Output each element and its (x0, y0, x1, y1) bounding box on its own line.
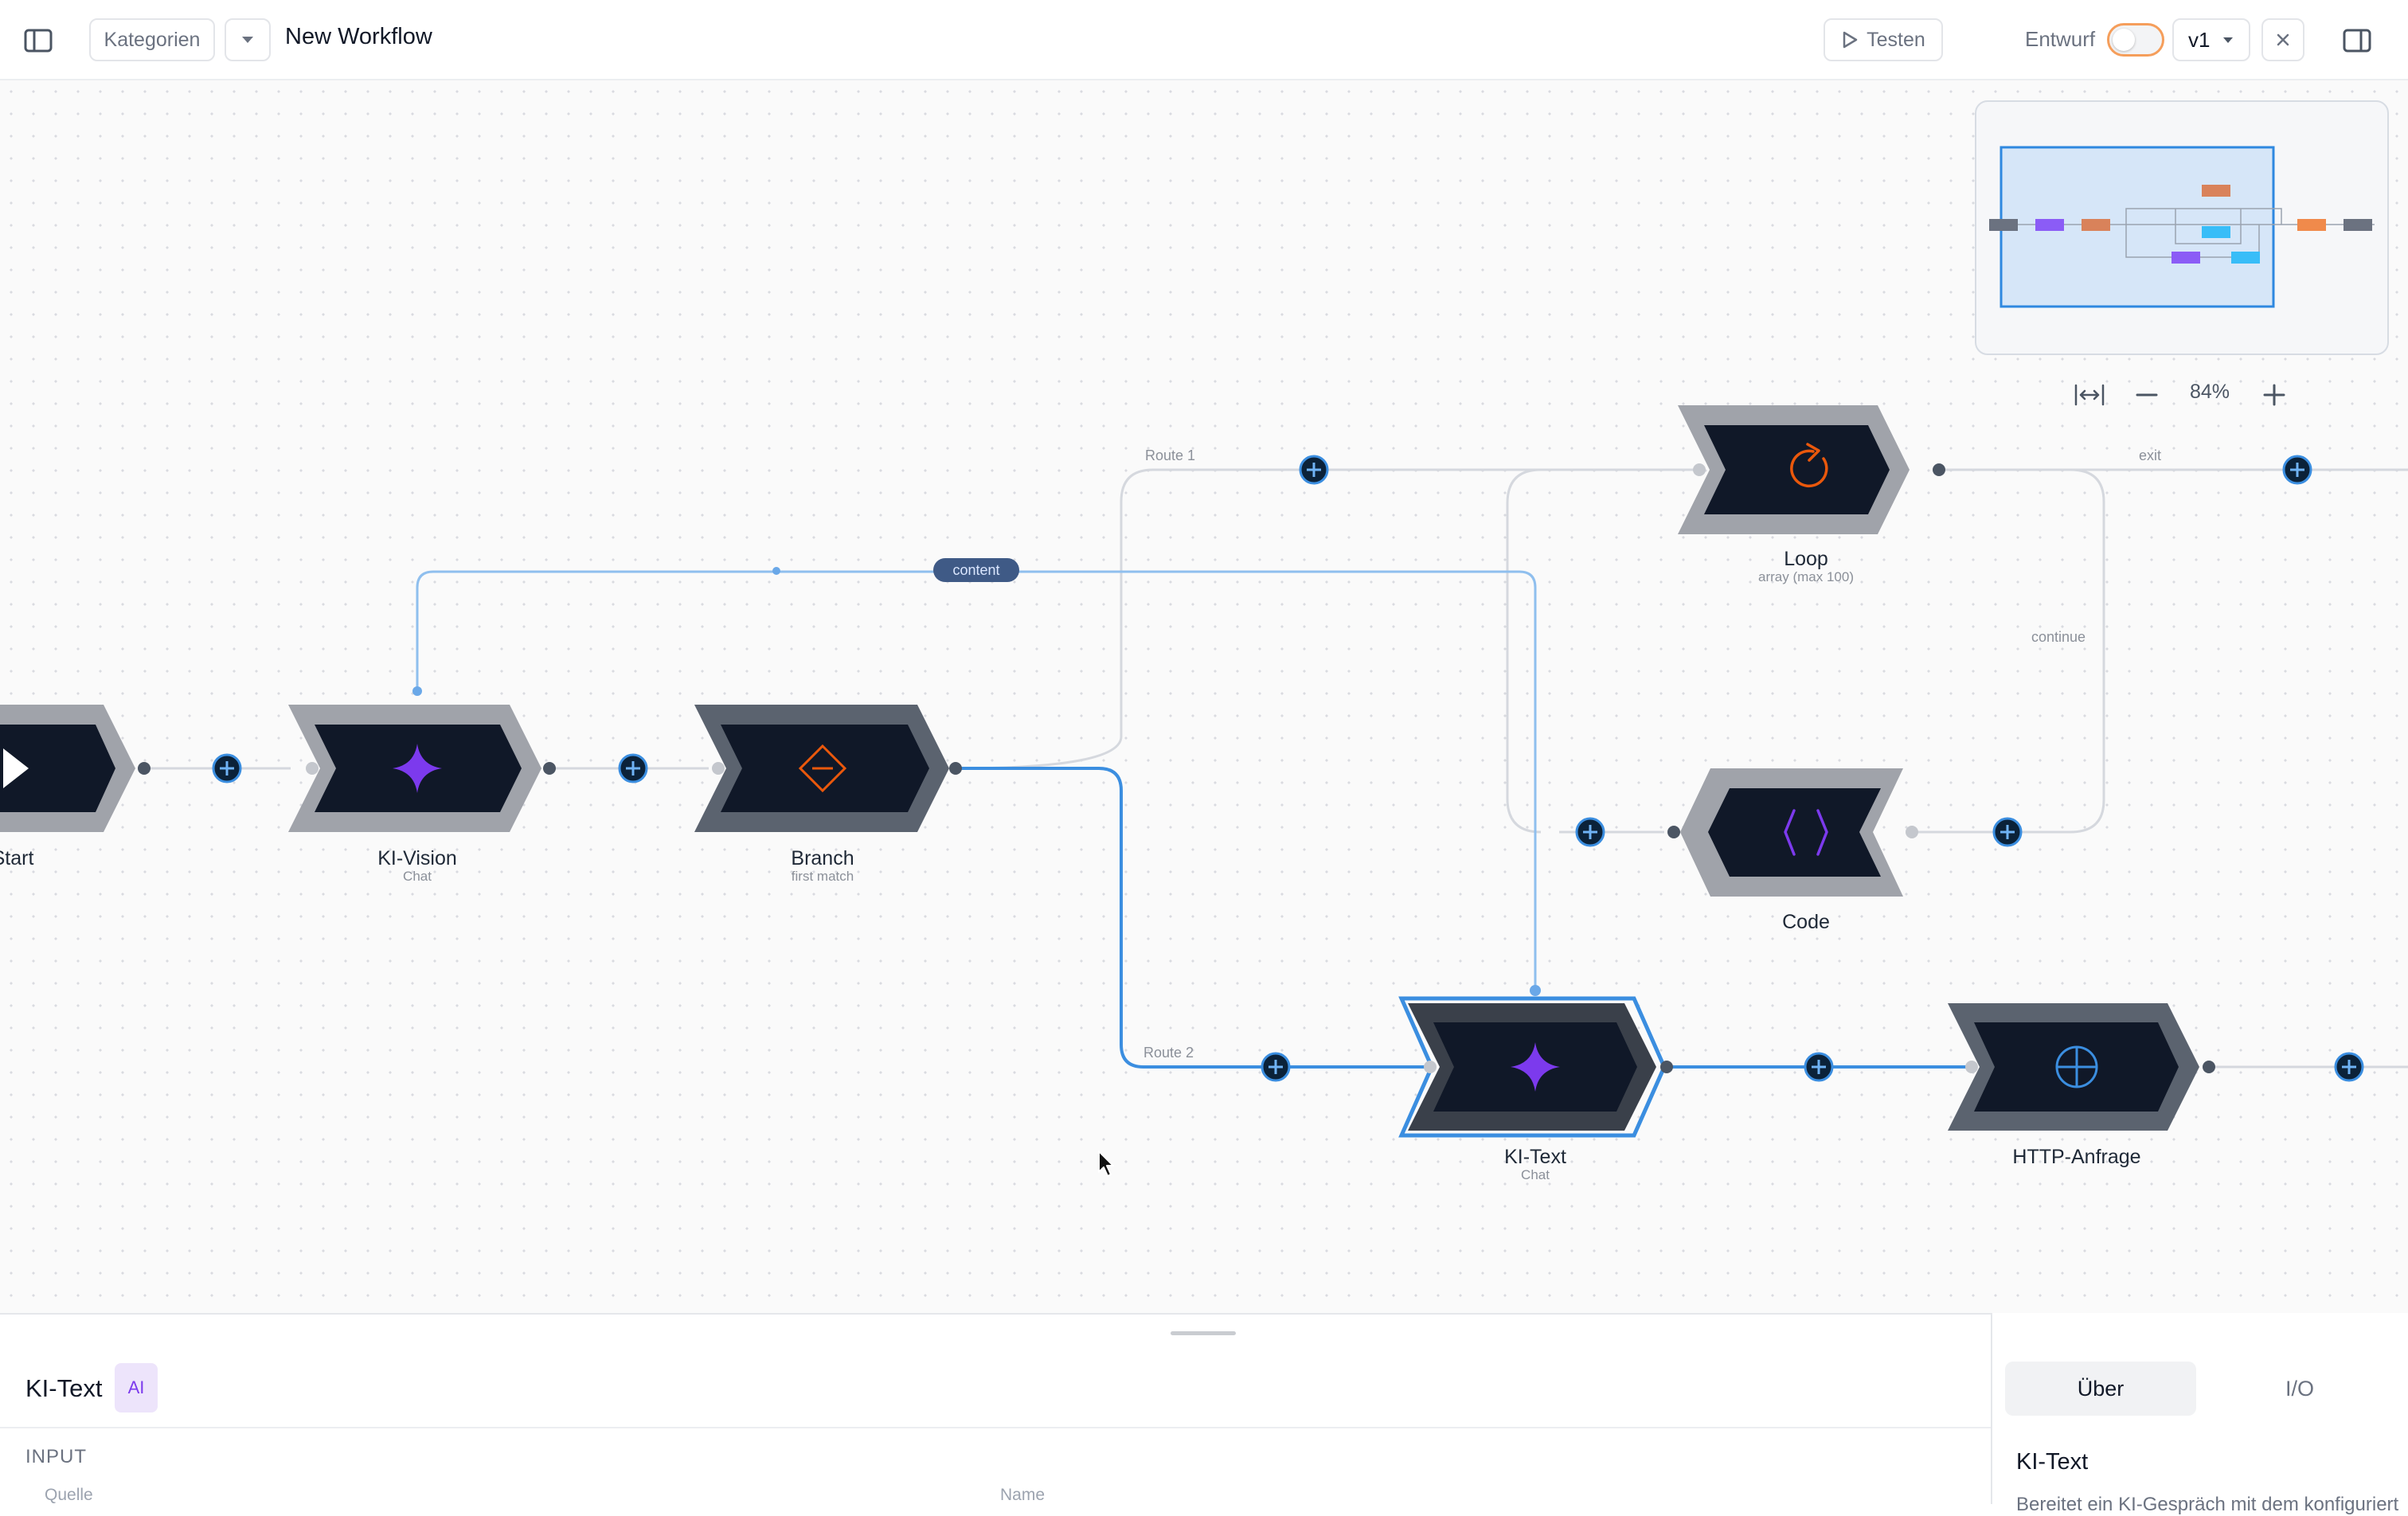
globe-icon (2055, 1045, 2098, 1088)
node-ki-text[interactable] (1398, 996, 1673, 1138)
minimap-graph (1989, 146, 2375, 308)
panel-node-title: KI-Text (25, 1374, 103, 1402)
close-icon (2277, 33, 2289, 46)
version-select[interactable]: v1 (2172, 18, 2250, 61)
draft-toggle[interactable] (2107, 23, 2164, 57)
source-column-label: Quelle (45, 1486, 93, 1504)
toggle-right-panel-icon[interactable] (2341, 27, 2373, 54)
edge-label-exit: exit (2139, 447, 2162, 463)
sparkle-icon (393, 744, 442, 793)
draft-label: Entwurf (2025, 27, 2096, 51)
node-sub-loop: array (max 100) (1758, 569, 1854, 584)
input-port[interactable] (306, 762, 319, 775)
toggle-sidebar-icon[interactable] (22, 27, 54, 54)
add-node-button[interactable] (1804, 1052, 1834, 1082)
node-sub-branch: first match (791, 869, 854, 884)
edge-label-continue: continue (2031, 629, 2086, 645)
categories-button[interactable]: Kategorien (89, 18, 215, 61)
categories-label: Kategorien (104, 28, 201, 51)
output-port[interactable] (1933, 463, 1945, 476)
edges-layer (0, 405, 2408, 1138)
zoom-in-icon[interactable] (2255, 376, 2293, 414)
diamond-icon (798, 744, 847, 793)
add-node-button[interactable] (212, 753, 242, 783)
node-code[interactable] (1667, 768, 1918, 897)
ai-badge: AI (115, 1363, 158, 1412)
handle-dot[interactable] (1530, 985, 1541, 996)
code-braces-icon (1784, 809, 1828, 856)
node-label-http: HTTP-Anfrage (2012, 1146, 2141, 1168)
node-ki-vision[interactable] (288, 705, 556, 832)
node-http-request[interactable] (1948, 1003, 2215, 1131)
add-node-button[interactable] (2334, 1052, 2364, 1082)
top-bar: Kategorien New Workflow Testen Entwurf v… (0, 0, 2408, 80)
output-port[interactable] (949, 762, 962, 775)
add-node-button[interactable] (2282, 455, 2312, 485)
node-label-code: Code (1782, 911, 1830, 933)
node-branch[interactable] (694, 705, 962, 832)
edge-label-content[interactable]: content (933, 558, 1019, 582)
handle-dot[interactable] (412, 686, 422, 696)
zoom-level: 84% (2190, 381, 2230, 403)
input-port[interactable] (1424, 1061, 1437, 1073)
play-icon (1843, 31, 1858, 49)
close-button[interactable] (2261, 18, 2304, 61)
add-node-button[interactable] (1299, 455, 1329, 485)
node-label-ki-text: KI-Text (1504, 1146, 1566, 1168)
add-node-button[interactable] (618, 753, 648, 783)
output-port[interactable] (1906, 826, 1918, 838)
add-node-button[interactable] (1261, 1052, 1291, 1082)
categories-dropdown-button[interactable] (225, 18, 271, 61)
fit-view-icon[interactable] (2070, 376, 2109, 414)
chevron-down-icon (242, 37, 253, 43)
input-port[interactable] (1693, 463, 1706, 476)
tab-about[interactable]: Über (2005, 1362, 2196, 1416)
output-port[interactable] (138, 762, 150, 775)
add-node-buttons[interactable] (212, 455, 2364, 1082)
output-port[interactable] (1660, 1061, 1673, 1073)
test-label: Testen (1867, 28, 1925, 51)
info-title: KI-Text (2016, 1449, 2089, 1475)
node-start[interactable] (0, 705, 150, 832)
node-loop[interactable] (1678, 405, 1945, 534)
info-description: Bereitet ein KI-Gespräch mit dem konfigu… (2016, 1494, 2398, 1515)
tab-io[interactable]: I/O (2285, 1376, 2314, 1401)
edge-label-route1: Route 1 (1145, 447, 1196, 463)
test-button[interactable]: Testen (1824, 18, 1943, 61)
add-node-button[interactable] (1575, 817, 1605, 847)
add-node-button[interactable] (1992, 817, 2023, 847)
input-section-label: INPUT (25, 1446, 87, 1467)
refresh-icon (1790, 443, 1828, 488)
version-label: v1 (2188, 27, 2211, 52)
input-port[interactable] (1667, 826, 1680, 838)
node-sub-ki-text: Chat (1521, 1167, 1550, 1182)
panel-resize-handle[interactable] (1171, 1331, 1236, 1335)
node-label-branch: Branch (791, 847, 854, 869)
input-port[interactable] (712, 762, 725, 775)
node-sub-ki-vision: Chat (403, 869, 432, 884)
mouse-cursor-icon (1098, 1151, 1114, 1177)
edge-label-route2: Route 2 (1143, 1045, 1194, 1061)
workflow-title[interactable]: New Workflow (285, 24, 432, 49)
name-column-label: Name (1000, 1486, 1046, 1504)
panel-divider (0, 1427, 1991, 1428)
play-icon (3, 748, 29, 788)
output-port[interactable] (543, 762, 556, 775)
minimap[interactable] (1975, 100, 2389, 355)
workflow-canvas[interactable]: Start KI-Vision Chat Branch first match … (0, 80, 2408, 1313)
input-port[interactable] (1965, 1061, 1978, 1073)
node-label-loop: Loop (1784, 548, 1828, 570)
chevron-down-icon (2223, 37, 2234, 43)
handle-dot[interactable] (772, 567, 780, 575)
node-label-start: Start (0, 847, 34, 869)
sparkle-icon (1511, 1042, 1560, 1092)
toggle-knob (2113, 29, 2135, 51)
zoom-out-icon[interactable] (2128, 376, 2166, 414)
output-port[interactable] (2203, 1061, 2215, 1073)
node-label-ki-vision: KI-Vision (377, 847, 457, 869)
